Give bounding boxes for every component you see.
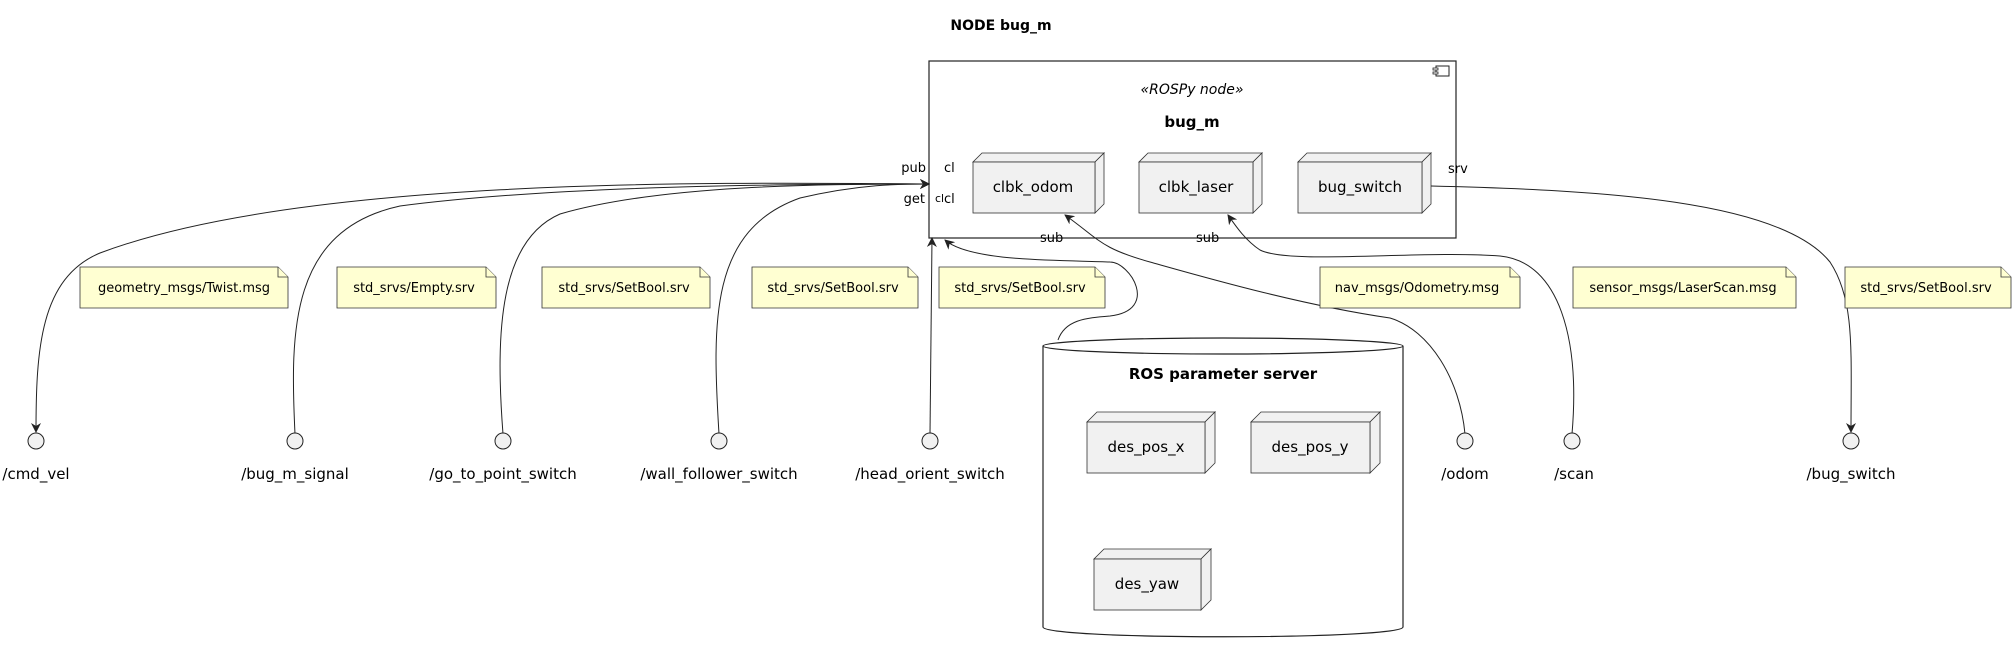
note-label: nav_msgs/Odometry.msg <box>1335 281 1499 296</box>
param-label: des_yaw <box>1115 575 1179 594</box>
note-setbool-bug-switch: std_srvs/SetBool.srv <box>1844 266 2012 309</box>
callback-label: clbk_odom <box>993 178 1074 197</box>
param-des-pos-y[interactable]: des_pos_y <box>1250 411 1381 474</box>
port-cl-overlap: cl <box>935 192 944 205</box>
note-odometry: nav_msgs/Odometry.msg <box>1319 266 1521 309</box>
component-icon <box>1432 65 1450 77</box>
edge-param-server <box>944 239 1138 341</box>
callback-clbk-laser[interactable]: clbk_laser <box>1138 152 1263 214</box>
port-pub: pub <box>901 161 926 176</box>
edge-head-orient-switch <box>926 237 937 435</box>
interface-go-to-point-switch[interactable]: /go_to_point_switch <box>429 432 577 484</box>
port-cl: cl <box>944 161 955 176</box>
node-stereotype: «ROSPy node» <box>1140 82 1243 98</box>
interface-label: /bug_m_signal <box>241 465 349 484</box>
node-name: bug_m <box>1164 113 1219 131</box>
interface-bug-m-signal[interactable]: /bug_m_signal <box>241 432 349 484</box>
param-des-pos-x[interactable]: des_pos_x <box>1086 411 1216 474</box>
note-label: sensor_msgs/LaserScan.msg <box>1589 281 1776 296</box>
callback-clbk-odom[interactable]: clbk_odom <box>972 152 1105 214</box>
interface-label: /bug_switch <box>1807 465 1896 484</box>
edge-bug-m-signal <box>292 179 930 435</box>
diagram-title: NODE bug_m <box>950 18 1051 34</box>
callback-bug-switch[interactable]: bug_switch <box>1297 152 1432 214</box>
note-label: std_srvs/SetBool.srv <box>558 281 690 296</box>
port-get: get <box>904 192 925 207</box>
note-empty: std_srvs/Empty.srv <box>336 266 497 309</box>
port-srv: srv <box>1448 162 1468 177</box>
node-component[interactable]: «ROSPy node» bug_m clbk_odom clbk_laser … <box>928 60 1457 239</box>
note-label: std_srvs/SetBool.srv <box>1860 281 1992 296</box>
callback-label: clbk_laser <box>1159 178 1235 197</box>
edge-wall-follower-switch <box>715 179 930 435</box>
interface-head-orient-switch[interactable]: /head_orient_switch <box>855 432 1005 484</box>
param-server[interactable]: ROS parameter server des_pos_x des_pos_y… <box>1042 337 1404 638</box>
note-label: geometry_msgs/Twist.msg <box>98 281 270 296</box>
interface-label: /wall_follower_switch <box>640 465 797 484</box>
param-des-yaw[interactable]: des_yaw <box>1093 548 1212 611</box>
param-label: des_pos_x <box>1108 438 1185 457</box>
note-label: std_srvs/Empty.srv <box>353 281 475 296</box>
interface-scan[interactable]: /scan <box>1554 432 1594 483</box>
callback-label: bug_switch <box>1318 178 1402 197</box>
interface-label: /cmd_vel <box>2 465 69 484</box>
edge-go-to-point-switch <box>499 179 930 435</box>
port-sub-laser: sub <box>1196 231 1219 246</box>
note-setbool-head-orient: std_srvs/SetBool.srv <box>938 266 1106 309</box>
interface-bug-switch[interactable]: /bug_switch <box>1807 432 1896 484</box>
param-server-name: ROS parameter server <box>1129 365 1318 383</box>
note-setbool-go-to-point: std_srvs/SetBool.srv <box>541 266 711 309</box>
note-label: std_srvs/SetBool.srv <box>954 281 1086 296</box>
note-label: std_srvs/SetBool.srv <box>767 281 899 296</box>
note-laserscan: sensor_msgs/LaserScan.msg <box>1572 266 1797 309</box>
interface-wall-follower-switch[interactable]: /wall_follower_switch <box>640 432 798 484</box>
edge-bug-switch <box>1430 185 1857 433</box>
interface-label: /scan <box>1554 465 1594 483</box>
edge-cmd-vel <box>31 182 930 433</box>
edge-odom <box>1064 214 1466 435</box>
port-cl: cl <box>944 192 955 207</box>
edge-scan <box>1227 214 1575 435</box>
port-sub-odom: sub <box>1040 231 1063 246</box>
interface-label: /head_orient_switch <box>855 465 1005 484</box>
note-twist: geometry_msgs/Twist.msg <box>79 266 289 309</box>
note-setbool-wall-follower: std_srvs/SetBool.srv <box>751 266 919 309</box>
interface-label: /odom <box>1441 465 1489 483</box>
interface-cmd-vel[interactable]: /cmd_vel <box>2 432 70 484</box>
param-label: des_pos_y <box>1272 438 1349 457</box>
interface-odom[interactable]: /odom <box>1441 432 1489 483</box>
interface-label: /go_to_point_switch <box>429 465 576 484</box>
